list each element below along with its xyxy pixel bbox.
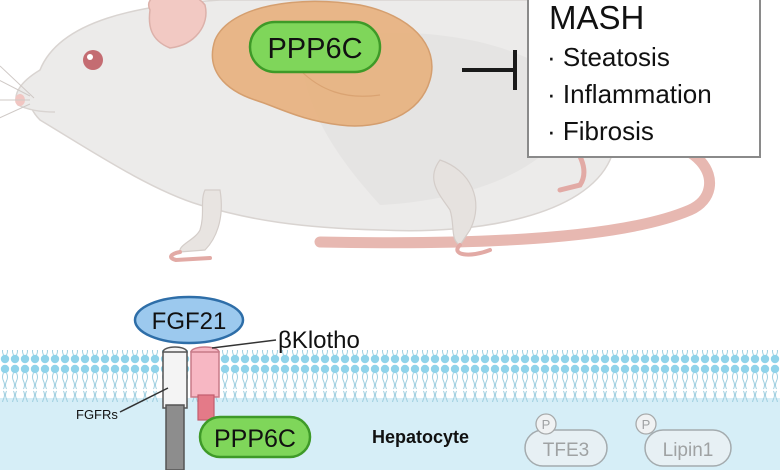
- mouse-eye: [83, 50, 103, 70]
- fgfr-receptor: [162, 346, 188, 470]
- cell-ppp6c-label: PPP6C: [214, 425, 296, 453]
- lipin1-label: Lipin1: [663, 440, 714, 461]
- liver-ppp6c-badge: PPP6C: [248, 20, 382, 74]
- lipin1-substrate: Lipin1 P: [635, 413, 732, 467]
- fgfr-leader-line: [119, 387, 169, 413]
- mouse-illustration: [0, 0, 715, 263]
- klotho-leader-line: [211, 339, 277, 349]
- hepatocyte-label: Hepatocyte: [372, 427, 469, 447]
- liver-ppp6c-label: PPP6C: [267, 33, 362, 65]
- cell-ppp6c-badge: PPP6C: [198, 415, 312, 459]
- fgf21-label: FGF21: [152, 308, 227, 335]
- inhibition-arrow: [462, 50, 517, 90]
- fgf21-ligand: FGF21: [133, 295, 245, 345]
- tfe3-substrate: TFE3 P: [524, 413, 608, 467]
- mash-title: MASH: [549, 0, 644, 36]
- mash-item-3: · Fibrosis: [547, 116, 654, 146]
- tfe3-label: TFE3: [543, 440, 589, 461]
- mouse-front-leg: [179, 189, 222, 253]
- klotho-coreceptor: [190, 346, 220, 421]
- mash-box: MASH · Steatosis · Inflammation · Fibros…: [527, 0, 761, 158]
- mash-item-1: · Steatosis: [547, 42, 670, 72]
- lipin1-phospho-label: P: [642, 417, 651, 432]
- mouse-ear: [147, 0, 207, 49]
- cell-membrane: [0, 350, 780, 402]
- mouse-hind-leg: [433, 159, 477, 246]
- klotho-label: βKlotho: [278, 327, 360, 354]
- tfe3-phospho-label: P: [542, 417, 551, 432]
- fgfr-label: FGFRs: [76, 407, 118, 422]
- lipin1-phospho-icon: [635, 413, 657, 435]
- mash-item-2: · Inflammation: [547, 79, 712, 109]
- tfe3-phospho-icon: [535, 413, 557, 435]
